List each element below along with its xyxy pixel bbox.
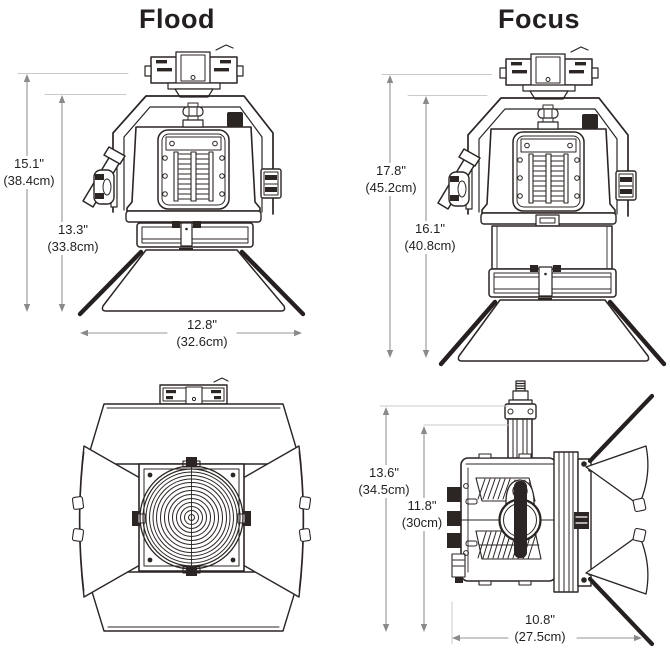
dim-inches: 16.1": [415, 221, 445, 236]
focus-barn-doors-icon: [438, 299, 667, 367]
focus-body-height-label: 16.1" (40.8cm): [401, 221, 459, 254]
dim-inches: 15.1": [14, 156, 44, 171]
side-front-ring-icon: [553, 451, 592, 593]
side-body-height-label: 11.8" (30cm): [398, 498, 446, 531]
dim-cm: (30cm): [401, 514, 443, 530]
dim-cm: (40.8cm): [404, 237, 456, 253]
focus-view: [381, 46, 667, 367]
focus-title: Focus: [497, 4, 581, 34]
side-view: [379, 380, 655, 647]
flood-dimension-lines: [17, 73, 302, 337]
side-tilt-knob-icon: [456, 479, 585, 558]
dim-cm: (33.8cm): [47, 238, 99, 254]
front-barn-doors-icon: [71, 403, 312, 632]
dim-inches: 10.8": [525, 612, 555, 627]
flood-body-height-label: 13.3" (33.8cm): [44, 222, 102, 255]
dim-cm: (32.6cm): [176, 333, 228, 349]
focus-barrel-icon: [491, 214, 613, 270]
flood-barn-doors-icon: [77, 249, 306, 317]
dim-inches: 12.8": [187, 317, 217, 332]
flood-width-label: 12.8" (32.6cm): [173, 317, 231, 350]
front-track-adapter-icon: [159, 377, 229, 405]
flood-view: [17, 44, 306, 337]
dim-inches: 13.3": [58, 222, 88, 237]
dim-inches: 13.6": [369, 465, 399, 480]
flood-title: Flood: [139, 4, 215, 34]
fresnel-lens-icon: [139, 465, 244, 570]
side-dimension-lines: [379, 405, 642, 645]
front-view: [71, 377, 312, 632]
dim-inches: 11.8": [407, 498, 437, 513]
dim-cm: (34.5cm): [358, 481, 410, 497]
side-overall-height-label: 13.6" (34.5cm): [355, 465, 413, 498]
side-barn-doors-icon: [585, 393, 655, 647]
side-mounting-rod-icon: [504, 380, 537, 420]
side-depth-label: 10.8" (27.5cm): [511, 612, 569, 645]
dim-cm: (27.5cm): [514, 628, 566, 644]
dim-inches: 17.8": [376, 163, 406, 178]
dim-cm: (45.2cm): [365, 179, 417, 195]
focus-dimension-lines: [381, 74, 493, 358]
dim-cm: (38.4cm): [3, 172, 55, 188]
flood-overall-height-label: 15.1" (38.4cm): [0, 156, 58, 189]
focus-overall-height-label: 17.8" (45.2cm): [362, 163, 420, 196]
